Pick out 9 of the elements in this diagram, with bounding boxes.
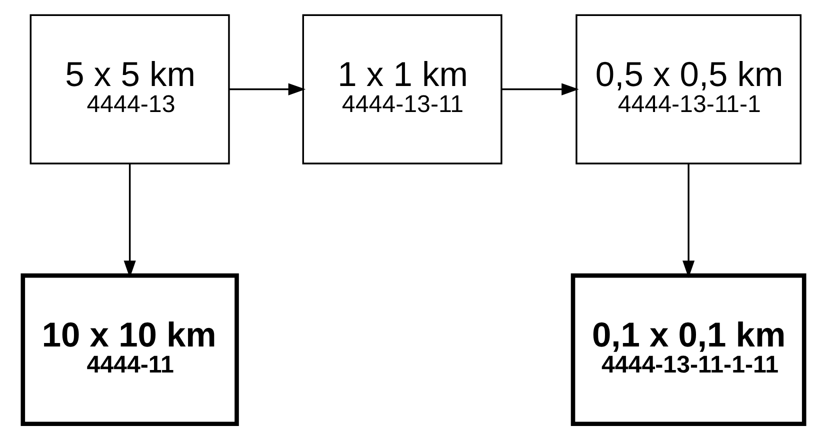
node-box: 5 x 5 km 4444-13 xyxy=(30,14,230,164)
node-box: 0,1 x 0,1 km 4444-13-11-1-11 xyxy=(570,273,806,426)
arrow xyxy=(229,83,306,96)
arrow xyxy=(682,164,695,278)
node-box: 0,5 x 0,5 km 4444-13-11-1 xyxy=(576,14,802,164)
node-box: 10 x 10 km 4444-11 xyxy=(20,273,239,426)
node-box: 1 x 1 km 4444-13-11 xyxy=(302,14,502,164)
arrow xyxy=(502,83,579,96)
arrow xyxy=(124,164,136,278)
